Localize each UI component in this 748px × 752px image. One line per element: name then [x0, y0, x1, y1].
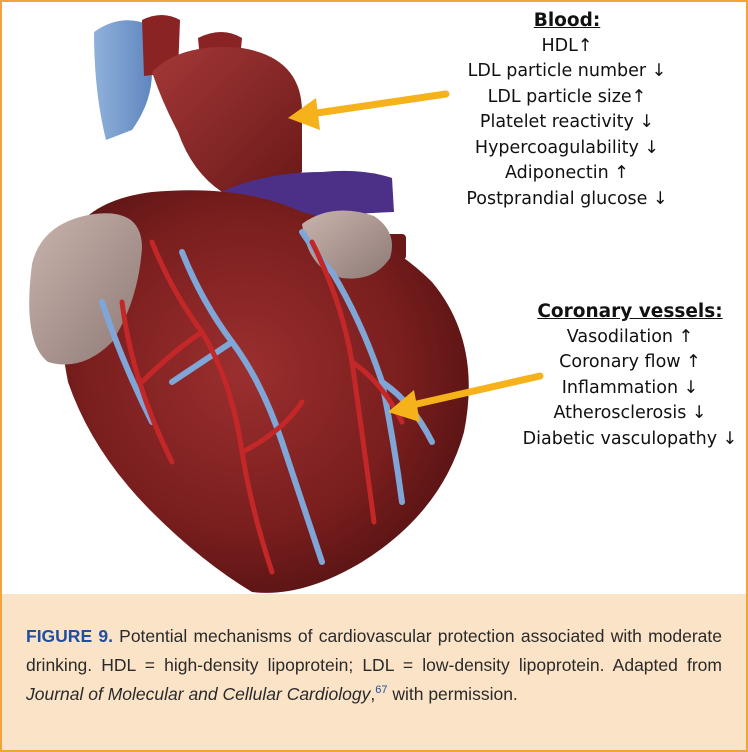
- blood-item: Adiponectin ↑: [442, 161, 692, 187]
- journal-name: Journal of Molecular and Cellular Cardio…: [26, 684, 370, 704]
- blood-item: LDL particle size↑: [442, 85, 692, 111]
- blood-item: Platelet reactivity ↓: [442, 110, 692, 136]
- aorta: [152, 47, 302, 195]
- blood-item: LDL particle number ↓: [442, 59, 692, 85]
- illustration-area: Blood: HDL↑ LDL particle number ↓ LDL pa…: [2, 2, 746, 594]
- coronary-item: Vasodilation ↑: [520, 325, 740, 351]
- blood-effects: Blood: HDL↑ LDL particle number ↓ LDL pa…: [442, 8, 692, 212]
- figure-caption: FIGURE 9. Potential mechanisms of cardio…: [2, 594, 746, 750]
- caption-end: with permission.: [387, 684, 517, 704]
- coronary-item: Inflammation ↓: [520, 376, 740, 402]
- blood-item: HDL↑: [442, 34, 692, 60]
- coronary-item: Diabetic vasculopathy ↓: [520, 427, 740, 453]
- blood-heading: Blood:: [442, 8, 692, 34]
- blood-item: Postprandial glucose ↓: [442, 187, 692, 213]
- coronary-heading: Coronary vessels:: [520, 299, 740, 325]
- figure-label: FIGURE 9.: [26, 626, 113, 646]
- caption-text: Potential mechanisms of cardiovascular p…: [26, 626, 722, 675]
- coronary-effects: Coronary vessels: Vasodilation ↑ Coronar…: [520, 299, 740, 452]
- coronary-item: Coronary flow ↑: [520, 350, 740, 376]
- coronary-item: Atherosclerosis ↓: [520, 401, 740, 427]
- blood-item: Hypercoagulability ↓: [442, 136, 692, 162]
- reference-number[interactable]: 67: [375, 684, 387, 696]
- arrow-left-icon-blood: [288, 94, 446, 130]
